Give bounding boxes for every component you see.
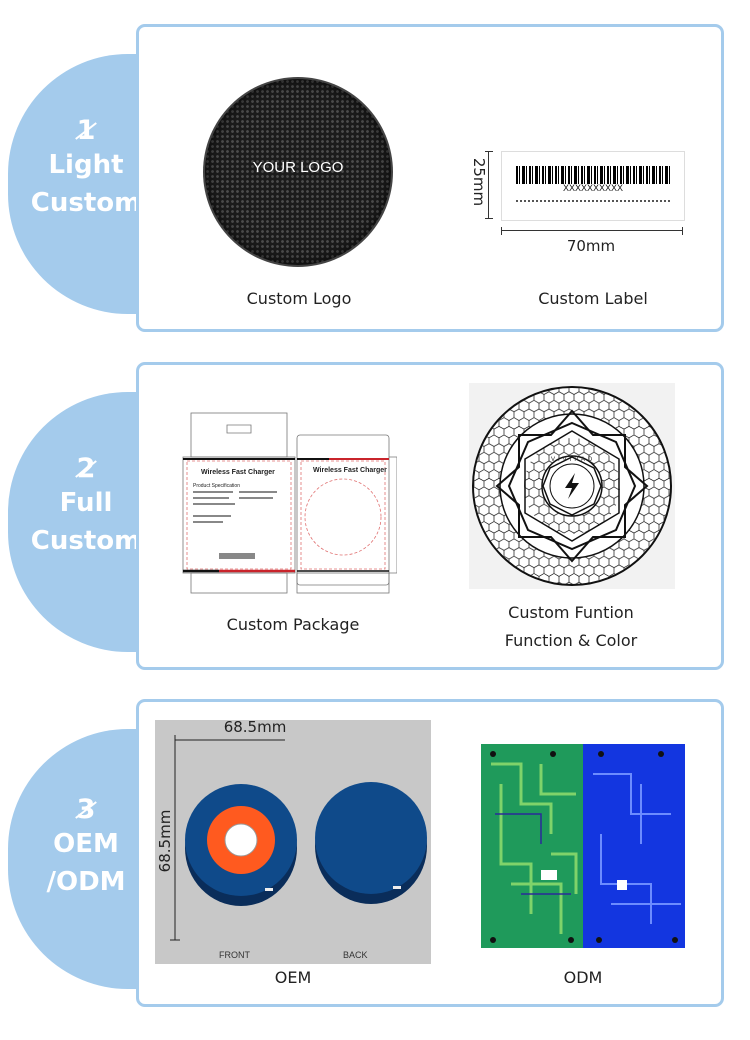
caption-custom-label: Custom Label [538,289,648,308]
tab-title-line-2: Custom [30,526,142,556]
label-height-dimension [485,151,493,219]
package-title-front: Wireless Fast Charger [201,469,275,476]
panel-light-custom: YOUR LOGO Custom Logo XXXXXXXXXX 25mm 70… [136,24,724,332]
custom-function-pattern-image: VIVIPAD [469,383,675,589]
pattern-center-text: VIVIPAD [551,457,596,463]
caption-odm: ODM [563,968,603,987]
section-light-custom: 1 Light Custom YOUR LOGO Custom Logo XXX… [0,24,750,334]
label-height-text: 25mm [470,157,488,207]
logo-text: YOUR LOGO [252,159,344,176]
package-title-back: Wireless Fast Charger [313,467,387,474]
label-width-dimension [501,227,683,235]
label-width-text: 70mm [566,237,616,255]
caption-oem: OEM [274,968,312,987]
oem-image: 68.5mm 68.5mm FRONT BACK [155,718,431,964]
section-full-custom: 2 Full Custom [0,362,750,672]
tab-title-line-1: OEM [53,829,119,859]
odm-pcb-image [481,744,685,948]
package-dieline-drawing [182,412,398,594]
oem-height-text: 68.5mm [156,809,174,873]
section-oem-odm: 3 OEM /ODM 68.5mm [0,699,750,1009]
tab-title-line-1: Light [48,150,124,180]
barcode-number: XXXXXXXXXX [562,183,624,193]
barcode-icon [516,166,670,184]
lightning-icon [565,473,579,499]
oem-back-label: BACK [343,950,368,960]
custom-label-image: XXXXXXXXXX [501,151,685,221]
caption-custom-funtion: Custom Funtion [508,603,634,622]
pcb-traces-drawing [490,751,681,943]
caption-custom-package: Custom Package [226,615,360,634]
oem-width-text: 68.5mm [223,718,287,736]
oem-front-label: FRONT [219,950,250,960]
oem-charger-drawing [170,735,427,941]
package-dieline-image: Wireless Fast Charger Product Specificat… [179,405,398,601]
hexagon-pattern-drawing [472,386,672,586]
label-dotted-line [516,200,670,202]
tab-title-line-1: Full [59,488,113,518]
logo-charger-image: YOUR LOGO [205,79,391,265]
tab-title-line-2: Custom [30,188,142,218]
package-spec-heading: Product Specification [193,483,240,489]
panel-oem-odm: 68.5mm 68.5mm FRONT BACK OEM [136,699,724,1007]
caption-custom-logo: Custom Logo [246,289,352,308]
panel-full-custom: Wireless Fast Charger Product Specificat… [136,362,724,670]
tab-title-line-2: /ODM [46,867,126,897]
caption-function-color: Function & Color [504,631,638,650]
